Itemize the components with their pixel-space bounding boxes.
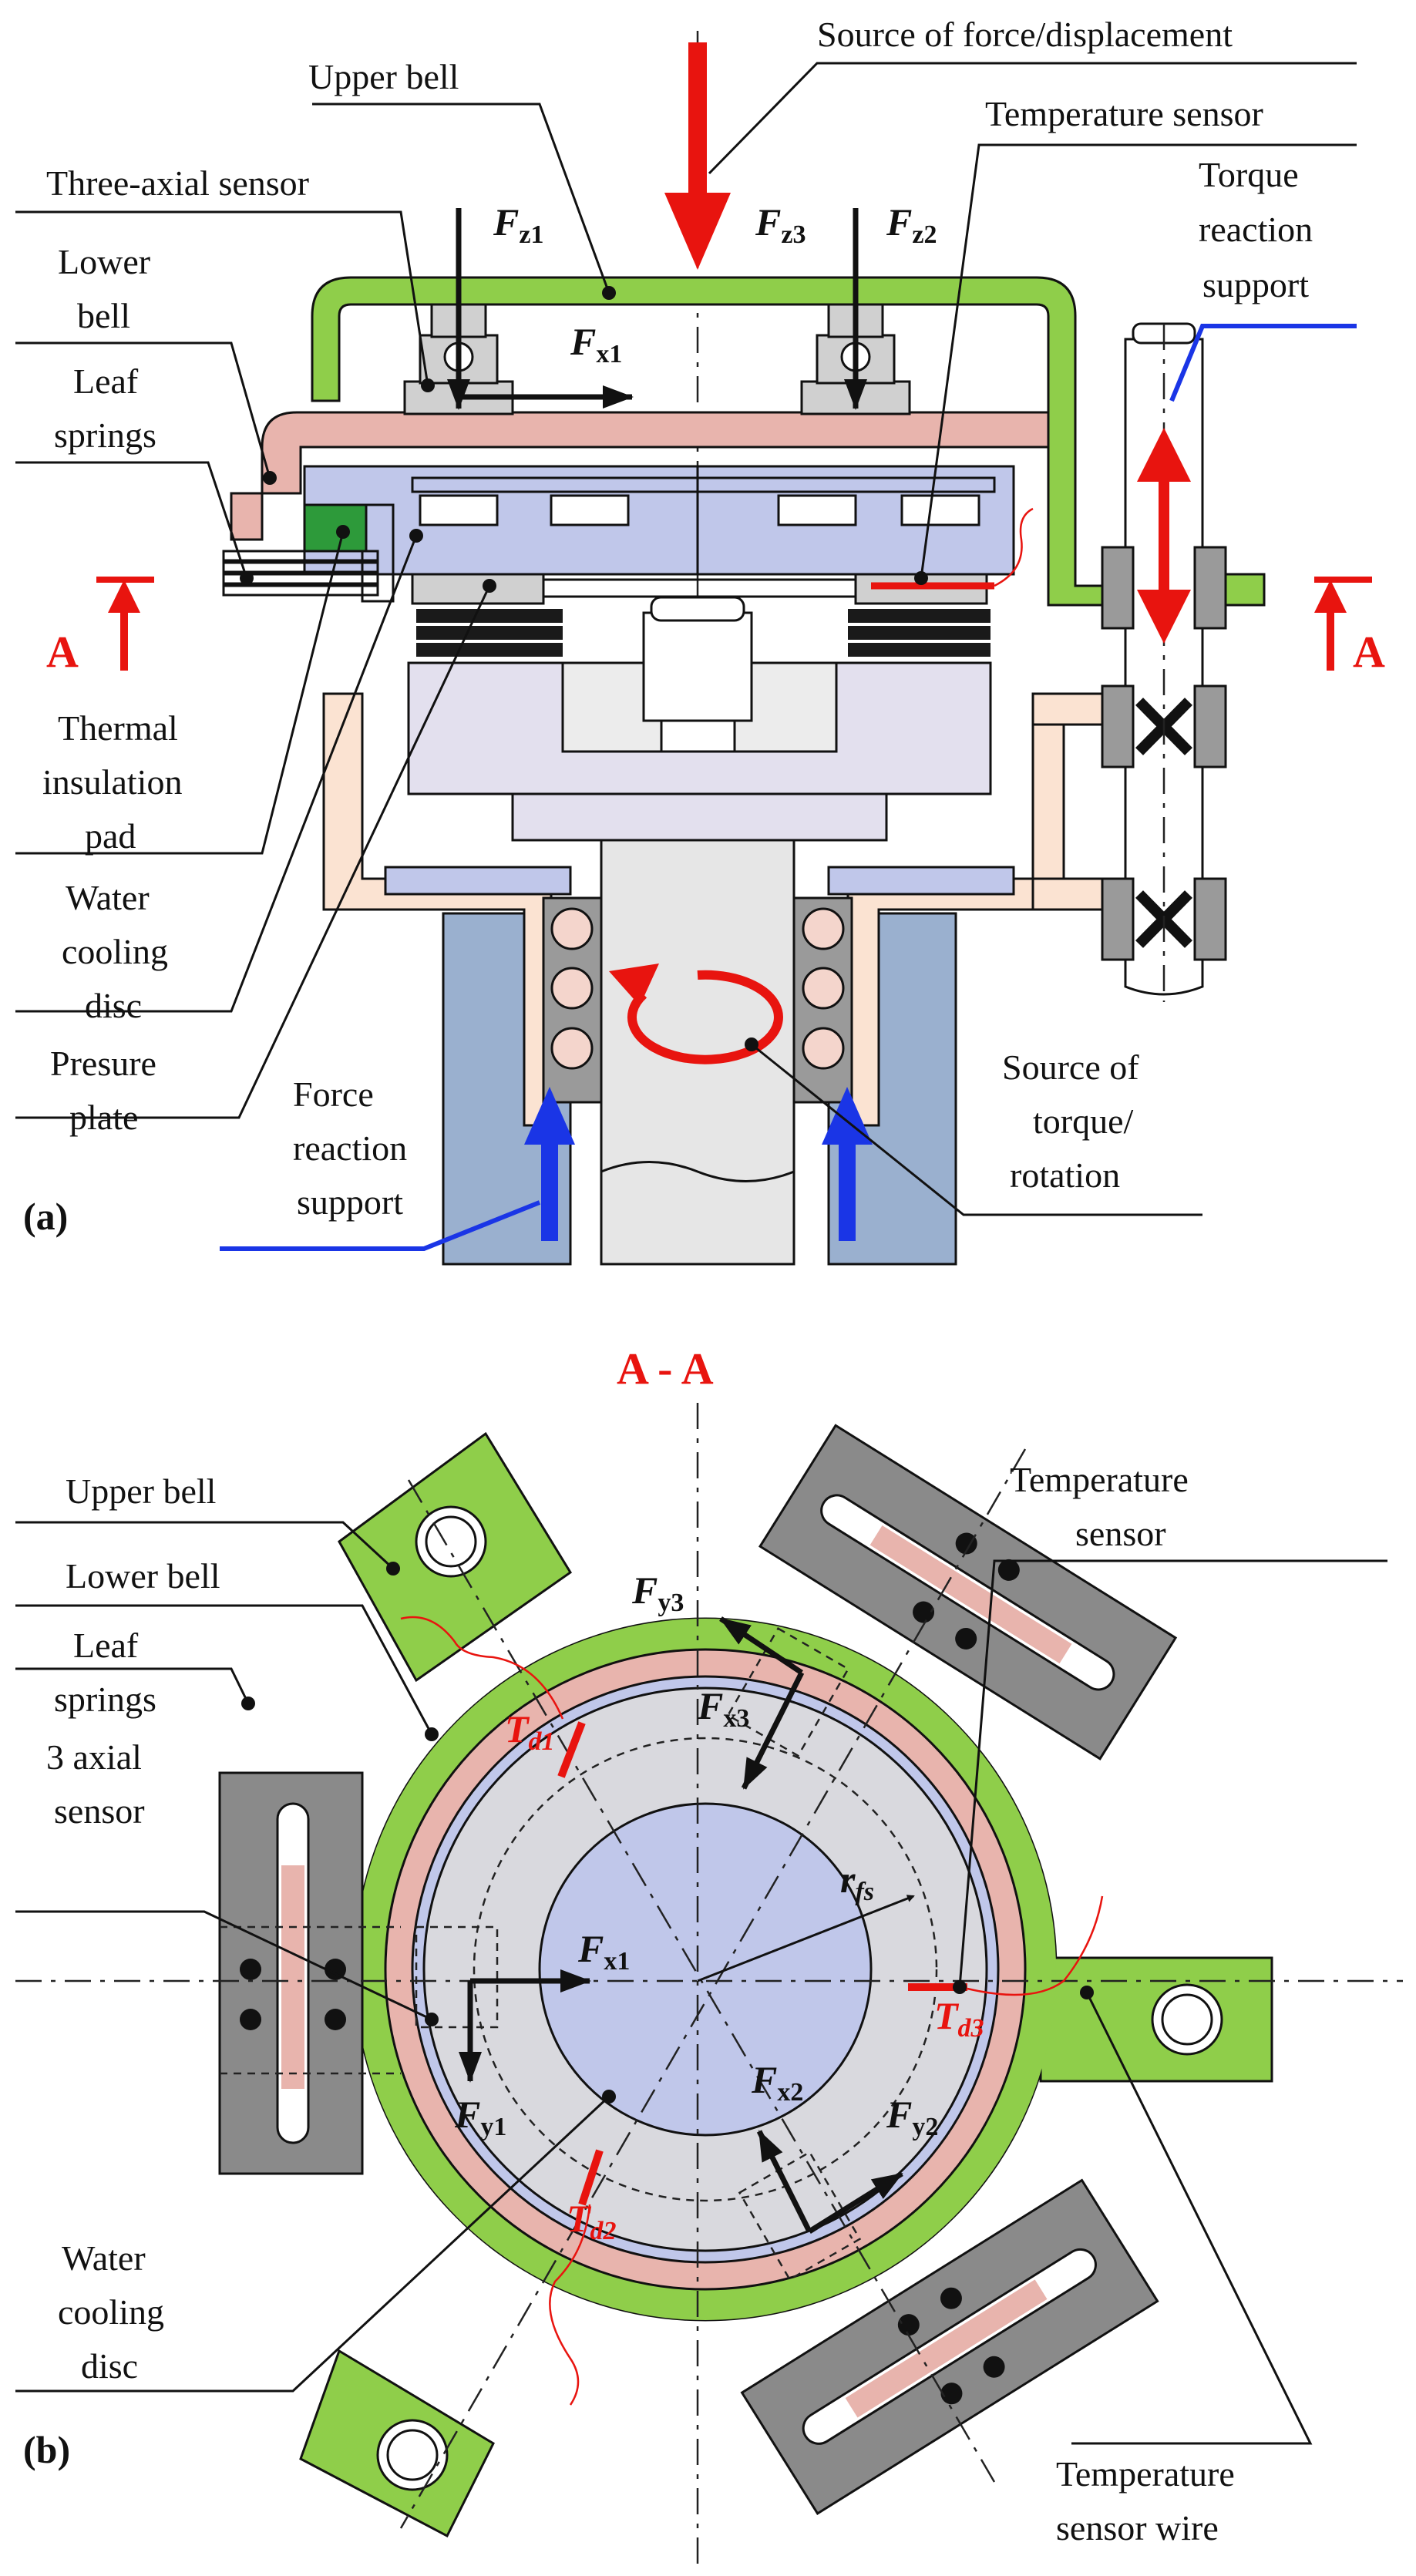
td1-label: Td1 xyxy=(505,1707,555,1756)
water-cooling-disc xyxy=(303,465,1015,576)
label-torque-reaction-1: Torque xyxy=(1199,155,1299,194)
label-temp-wire-2: sensor wire xyxy=(1056,2508,1219,2547)
leaf-spring-block-bottom xyxy=(740,2178,1159,2516)
fy3-arrow-b xyxy=(719,1616,803,1675)
label-lower-bell-1: Lower xyxy=(58,242,150,281)
label-source-torque-3: rotation xyxy=(1010,1155,1120,1195)
label-torque-reaction-2: reaction xyxy=(1199,210,1313,249)
fy1-label-b: Fy1 xyxy=(454,2093,506,2141)
fz2-label: Fz2 xyxy=(886,200,937,249)
thermal-insulation-pad xyxy=(303,503,368,553)
label-leaf-springs-a-2: springs xyxy=(54,415,156,455)
label-water-b-2: cooling xyxy=(58,2292,164,2332)
shaft xyxy=(600,839,795,1266)
panel-b-label: (b) xyxy=(23,2428,70,2471)
hub xyxy=(407,596,992,842)
panel-b: A - A xyxy=(15,1343,1403,2567)
label-leaf-springs-b-2: springs xyxy=(54,1680,156,1719)
torque-reaction-double-arrow xyxy=(1137,428,1191,644)
panel-a: A A xyxy=(15,15,1385,1266)
label-leaf-springs-a-1: Leaf xyxy=(73,362,139,401)
label-pressure-2: plate xyxy=(69,1098,138,1137)
rfs-arrow xyxy=(697,1895,915,1982)
label-water-a-3: disc xyxy=(85,986,142,1025)
panel-b-leaders xyxy=(15,1521,1387,2445)
leaf-spring-block-top xyxy=(758,1424,1178,1760)
label-torque-reaction-3: support xyxy=(1202,265,1309,304)
td2-label: Td2 xyxy=(567,2197,617,2245)
fx2-label-b: Fx2 xyxy=(751,2058,803,2107)
rfs-label: rfs xyxy=(840,1858,874,1906)
label-temp-sensor-b-1: Temperature xyxy=(1010,1460,1189,1499)
label-source-torque-1: Source of xyxy=(1002,1048,1139,1087)
label-axial-sensor-1: 3 axial xyxy=(46,1737,142,1777)
fx2-arrow-b xyxy=(756,2130,812,2233)
fx1-label-b: Fx1 xyxy=(577,1927,630,1976)
temp-sensor-d2 xyxy=(578,2149,604,2206)
label-three-axial-sensor: Three-axial sensor xyxy=(46,163,309,203)
rotation-arrow xyxy=(609,963,783,1064)
label-thermal-1: Thermal xyxy=(58,708,178,748)
label-upper-bell-b: Upper bell xyxy=(66,1471,216,1511)
label-water-b-1: Water xyxy=(62,2238,146,2278)
bearings xyxy=(542,896,853,1104)
fz1-label: Fz1 xyxy=(493,200,543,249)
panel-a-label: (a) xyxy=(23,1195,68,1238)
flange-right xyxy=(827,866,1015,896)
label-leaf-springs-b-1: Leaf xyxy=(73,1626,139,1665)
section-label-left: A xyxy=(46,627,79,677)
fx3-arrow-b xyxy=(741,1671,805,1790)
sensor-box-2 xyxy=(738,2151,862,2281)
leaf-springs xyxy=(222,503,395,603)
sensor-box-1 xyxy=(415,1925,499,2029)
label-lower-bell-b: Lower bell xyxy=(66,1556,220,1596)
td3-label: Td3 xyxy=(934,1994,984,2043)
label-temp-wire-1: Temperature xyxy=(1056,2454,1235,2494)
label-temperature-sensor-a: Temperature sensor xyxy=(985,94,1263,133)
label-force-reaction-1: Force xyxy=(293,1074,374,1114)
fy3-label-b: Fy3 xyxy=(631,1569,684,1617)
fx1-label-a: Fx1 xyxy=(570,320,622,368)
fy2-arrow-b xyxy=(808,2171,903,2234)
label-force-reaction-2: reaction xyxy=(293,1128,407,1168)
pressure-plate-left xyxy=(411,571,545,605)
label-water-b-3: disc xyxy=(81,2346,138,2386)
label-pressure-1: Presure xyxy=(50,1044,156,1083)
section-marker-right: A xyxy=(1314,577,1385,677)
label-lower-bell-2: bell xyxy=(77,296,130,335)
label-temp-sensor-b-2: sensor xyxy=(1075,1514,1166,1553)
flange-left xyxy=(384,866,572,896)
temp-sensor-d1 xyxy=(557,1721,586,1778)
label-water-a-2: cooling xyxy=(62,932,168,971)
leaf-spring-block-left xyxy=(218,1771,401,2175)
label-thermal-3: pad xyxy=(85,816,136,856)
label-upper-bell-a: Upper bell xyxy=(308,57,459,96)
source-force-arrow xyxy=(664,42,731,270)
label-source-force: Source of force/displacement xyxy=(817,15,1233,54)
label-force-reaction-3: support xyxy=(297,1182,403,1222)
label-thermal-2: insulation xyxy=(42,762,182,802)
fz3-label: Fz3 xyxy=(755,200,806,249)
section-label-right: A xyxy=(1353,627,1385,677)
label-axial-sensor-2: sensor xyxy=(54,1791,145,1831)
fy2-label-b: Fy2 xyxy=(886,2093,938,2141)
section-title: A - A xyxy=(617,1343,714,1394)
spring-washers xyxy=(416,609,991,657)
label-water-a-1: Water xyxy=(66,878,150,917)
fx3-label-b: Fx3 xyxy=(697,1684,749,1733)
panel-a-leaders xyxy=(15,62,1357,1251)
sensor-box-3 xyxy=(726,1627,850,1757)
label-source-torque-2: torque/ xyxy=(1033,1101,1134,1141)
section-marker-left: A xyxy=(46,577,154,677)
torque-reaction-rod xyxy=(1101,322,1227,1002)
